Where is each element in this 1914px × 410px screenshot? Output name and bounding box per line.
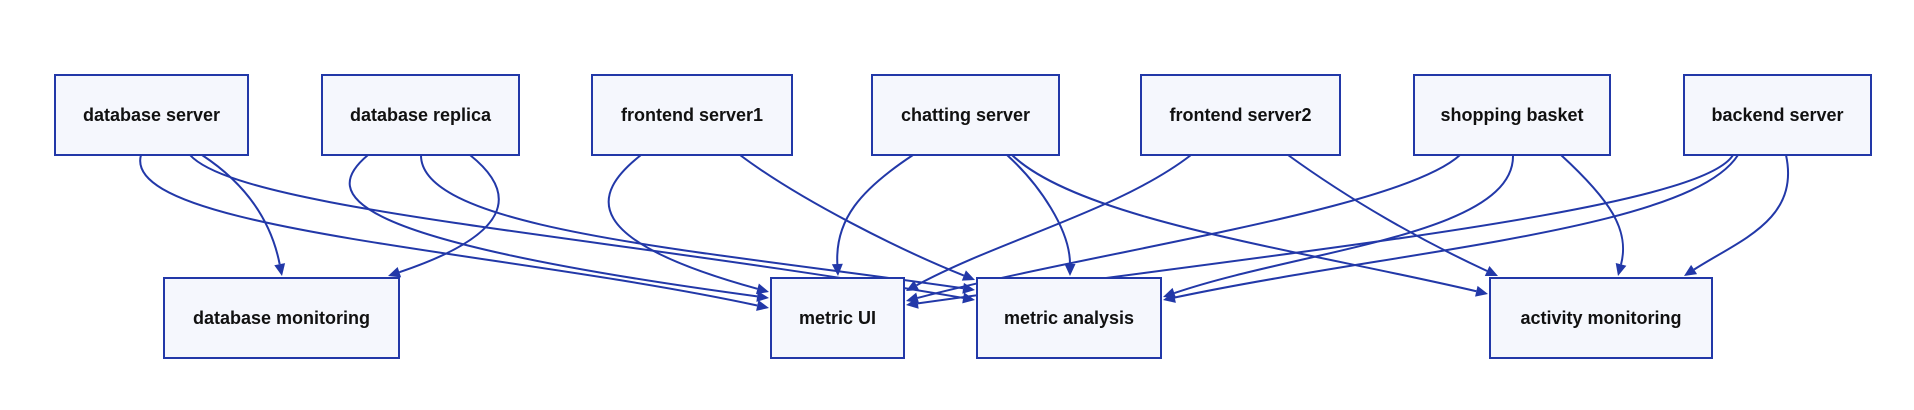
edge-line (917, 154, 1461, 299)
node-label: chatting server (901, 105, 1030, 125)
arrowhead-icon (1475, 285, 1488, 297)
edge-shopping-basket-to-metric-analysis (1163, 154, 1515, 299)
edge-database-replica-to-metric-analysis (419, 154, 975, 294)
node-box (321, 74, 520, 156)
edge-backend-server-to-activity-monitoring (1684, 154, 1789, 276)
edge-line (607, 154, 758, 290)
node-label: activity monitoring (1520, 308, 1681, 328)
arrowhead-icon (388, 266, 402, 278)
edge-database-replica-to-metric-ui (348, 154, 769, 302)
node-label: backend server (1711, 105, 1843, 125)
node-box (1413, 74, 1611, 156)
edge-chatting-server-to-metric-analysis (1006, 154, 1076, 276)
arrowhead-icon (906, 280, 920, 291)
node-box (591, 74, 793, 156)
node-database-monitoring: database monitoring (163, 277, 400, 359)
arrowhead-icon (962, 292, 975, 304)
edge-line (189, 154, 964, 299)
node-label: database replica (350, 105, 492, 125)
arrowhead-icon (1064, 264, 1076, 276)
node-frontend-server2: frontend server2 (1140, 74, 1341, 156)
node-chatting-server: chatting server (871, 74, 1060, 156)
arrowhead-icon (756, 290, 769, 302)
edge-line (1560, 154, 1625, 265)
node-label: frontend server2 (1169, 105, 1311, 125)
arrowhead-icon (274, 263, 286, 276)
node-database-server: database server (54, 74, 249, 156)
edge-line (348, 154, 758, 298)
arrowhead-icon (756, 300, 769, 311)
node-label: metric UI (799, 308, 876, 328)
edge-line (201, 154, 281, 265)
node-activity-monitoring: activity monitoring (1489, 277, 1713, 359)
edge-line (1174, 154, 1515, 295)
edge-frontend-server1-to-metric-analysis (739, 154, 975, 281)
node-box (871, 74, 1060, 156)
node-label: shopping basket (1440, 105, 1583, 125)
edge-database-server-to-metric-ui (139, 154, 769, 311)
edge-line (1011, 154, 1477, 293)
edge-frontend-server1-to-metric-ui (607, 154, 769, 295)
node-box (770, 277, 905, 359)
edge-shopping-basket-to-activity-monitoring (1560, 154, 1627, 276)
node-box (1683, 74, 1872, 156)
arrowhead-icon (961, 270, 975, 281)
edge-frontend-server2-to-metric-ui (906, 154, 1192, 291)
node-label: frontend server1 (621, 105, 763, 125)
edge-line (139, 154, 758, 307)
edge-database-replica-to-database-monitoring (388, 154, 500, 278)
edge-line (836, 154, 914, 265)
edge-line (1174, 154, 1739, 299)
node-label: database monitoring (193, 308, 370, 328)
node-box (1140, 74, 1341, 156)
node-metric-analysis: metric analysis (976, 277, 1162, 359)
node-box (1489, 277, 1713, 359)
node-backend-server: backend server (1683, 74, 1872, 156)
edge-line (1693, 154, 1789, 271)
edge-line (399, 154, 500, 274)
arrowhead-icon (755, 283, 769, 295)
edges-layer (139, 154, 1789, 311)
node-metric-ui: metric UI (770, 277, 905, 359)
edge-frontend-server2-to-activity-monitoring (1287, 154, 1498, 276)
arrowhead-icon (1615, 263, 1627, 276)
arrowhead-icon (1163, 292, 1176, 303)
arrowhead-icon (1484, 265, 1498, 276)
edge-line (419, 154, 964, 290)
edge-backend-server-to-metric-analysis (1163, 154, 1739, 303)
node-shopping-basket: shopping basket (1413, 74, 1611, 156)
node-box (976, 277, 1162, 359)
edge-chatting-server-to-metric-ui (831, 154, 914, 276)
node-label: metric analysis (1004, 308, 1134, 328)
arrowhead-icon (906, 297, 919, 309)
edge-database-server-to-database-monitoring (201, 154, 286, 276)
node-database-replica: database replica (321, 74, 520, 156)
edge-line (1006, 154, 1071, 265)
edge-line (1287, 154, 1488, 272)
edge-chatting-server-to-activity-monitoring (1011, 154, 1488, 297)
nodes-layer: database server database replica frontend … (54, 74, 1872, 359)
node-box (54, 74, 249, 156)
edge-line (916, 154, 1192, 287)
arrowhead-icon (1684, 264, 1698, 276)
node-label: database server (83, 105, 220, 125)
node-box (163, 277, 400, 359)
node-frontend-server1: frontend server1 (591, 74, 793, 156)
edge-database-server-to-metric-analysis (189, 154, 975, 304)
arrowhead-icon (831, 263, 843, 276)
edge-line (739, 154, 965, 277)
